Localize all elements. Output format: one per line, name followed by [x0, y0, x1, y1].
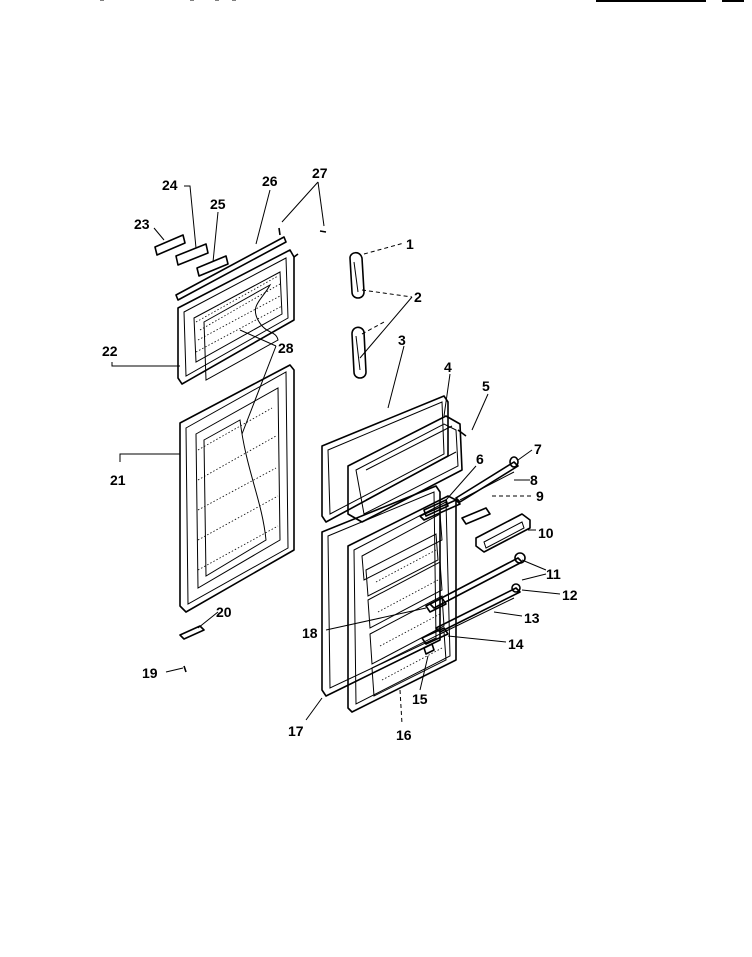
- bushing-19: [183, 665, 187, 673]
- callout-17: 17: [288, 723, 304, 739]
- callout-5: 5: [482, 378, 490, 394]
- callout-10: 10: [538, 525, 554, 541]
- callout-18: 18: [302, 625, 318, 641]
- callout-25: 25: [210, 196, 226, 212]
- callout-11: 11: [546, 566, 561, 582]
- callout-15: 15: [412, 691, 428, 707]
- callout-6: 6: [476, 451, 484, 467]
- fresh-food-gasket-17: [321, 485, 441, 697]
- callout-14: 14: [508, 636, 524, 652]
- shelf-end-18: [425, 597, 447, 613]
- callout-19: 19: [142, 665, 158, 681]
- fresh-food-liner-28: [203, 419, 267, 577]
- hinge-pin-20: [179, 625, 205, 640]
- clip-15: [423, 643, 435, 655]
- shelf-end-9: [461, 507, 491, 525]
- callout-3: 3: [398, 332, 406, 348]
- callout-26: 26: [262, 173, 278, 189]
- callout-12: 12: [562, 587, 578, 603]
- callout-23: 23: [134, 216, 150, 232]
- fresh-food-door-21: [179, 364, 295, 613]
- nameplate-25: [196, 255, 229, 277]
- callout-1: 1: [406, 236, 414, 252]
- trim-strip-26: [175, 236, 287, 301]
- shelf-bar-11: [429, 552, 526, 609]
- callout-13: 13: [524, 610, 540, 626]
- screw-27: [278, 227, 327, 236]
- freezer-liner-28: [203, 283, 279, 381]
- freezer-door-22: [177, 249, 299, 385]
- callout-16: 16: [396, 727, 412, 743]
- clip-5: [457, 429, 467, 437]
- callout-labels: 1 2 3 4 5 6 7 8 9 10 11 12 13 14 15 16 1…: [102, 165, 578, 743]
- callout-2: 2: [414, 289, 422, 305]
- top-edge-fragments: [100, 0, 744, 2]
- callout-27: 27: [312, 165, 328, 181]
- leader-lines: [111, 181, 561, 725]
- shelf-bar-7: [455, 456, 519, 503]
- callout-20: 20: [216, 604, 232, 620]
- shelf-bar-13: [439, 597, 515, 635]
- callout-22: 22: [102, 343, 118, 359]
- callout-28: 28: [278, 340, 294, 356]
- freezer-inner-panel-4: [347, 415, 463, 523]
- fresh-food-inner-door-16: [347, 495, 457, 713]
- callout-9: 9: [536, 488, 544, 504]
- handle-upper-2: [349, 251, 365, 299]
- callout-7: 7: [534, 441, 542, 457]
- dairy-cover-10: [475, 513, 531, 553]
- handle-lower-2: [351, 326, 367, 379]
- callout-8: 8: [530, 472, 538, 488]
- bar-8: [459, 471, 515, 501]
- shelf-bar-6: [419, 499, 461, 521]
- nameplate-23: [154, 234, 186, 256]
- shelf-end-14: [421, 627, 449, 645]
- callout-24: 24: [162, 177, 178, 193]
- callout-4: 4: [444, 359, 452, 375]
- nameplate-24: [175, 243, 209, 266]
- callout-21: 21: [110, 472, 126, 488]
